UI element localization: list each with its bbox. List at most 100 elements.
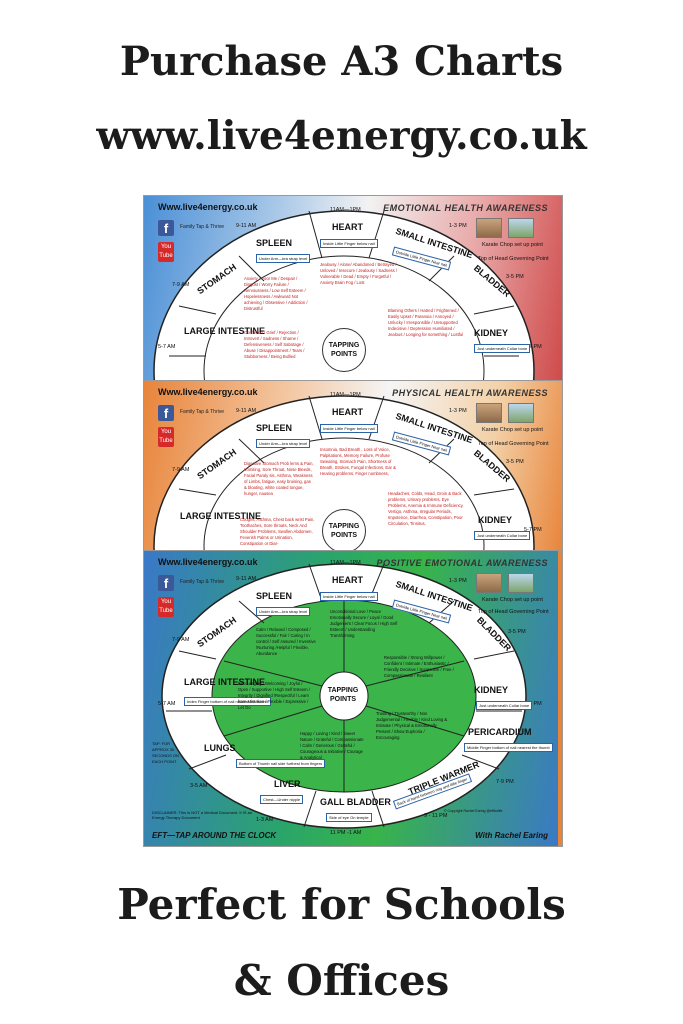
site-url[interactable]: Www.live4energy.co.uk [158, 557, 258, 567]
family-tagline: Family Tap & Thrive [180, 224, 224, 230]
time-label: 9-11 AM [236, 223, 257, 229]
site-url[interactable]: Www.live4energy.co.uk [158, 387, 258, 397]
time-label: 11AM—1PM [330, 560, 361, 566]
governing-point-photo [508, 218, 534, 238]
text-heart: Jealousy / Alone/ Abandoned / Betrayed /… [320, 262, 398, 285]
text-lower-right: Trusting / Trustworthy / Non Judgemental… [376, 711, 448, 740]
time-label: 7-9 AM [172, 282, 190, 288]
point-box-kidney: Just underneath Collar bone [476, 701, 533, 710]
headline-schools: Perfect for Schools [117, 880, 566, 929]
footer-tagline: EFT—TAP AROUND THE CLOCK [152, 831, 277, 840]
time-label: 1-3 PM [449, 223, 467, 229]
time-label: 3-5 PM [506, 459, 524, 465]
karate-chop-photo [476, 403, 502, 423]
disclaimer: DISCLAIMER: This is NOT a Medical Docume… [152, 810, 253, 820]
copyright: © Copyright Rachel Earing @eftforlife [444, 809, 503, 813]
segment-lungs: LUNGS [204, 743, 236, 753]
segment-kidney: KIDNEY [474, 685, 509, 695]
point-box-lungs: Bottom of Thumb nail side furthest from … [236, 759, 326, 768]
time-label: 5-7 PM [524, 701, 542, 707]
chart-emotional-health: Www.live4energy.co.uk EMOTIONAL HEALTH A… [143, 195, 563, 385]
karate-caption: Karate Chop set up point [482, 242, 543, 248]
time-label: 11AM—1PM [330, 392, 361, 398]
footer-author: With Rachel Earing [475, 831, 548, 840]
family-tagline: Family Tap & Thrive [180, 579, 224, 585]
site-url[interactable]: Www.live4energy.co.uk [158, 202, 258, 212]
text-spleen: Digestive Stomach Prob lems & Pain, Vomi… [244, 461, 314, 496]
time-label: 9-11 AM [236, 408, 257, 414]
point-box-spleen: Under Arm—bra strap level [256, 254, 311, 263]
time-label: 3-5 PM [506, 274, 524, 280]
time-label: 3-5 PM [508, 629, 526, 635]
time-label: 9-11 AM [236, 576, 257, 582]
segment-liver: LIVER [274, 779, 301, 789]
segment-pericardium: PERICARDIUM [468, 727, 532, 737]
text-large-intestine: Encouraging / Welcoming / Joyful / Open … [238, 681, 310, 710]
segment-large-intestine: LARGE INTESTINE [180, 511, 262, 521]
family-tagline: Family Tap & Thrive [180, 409, 224, 415]
facebook-icon[interactable]: f [158, 405, 174, 421]
time-label: 5-7 AM [158, 701, 176, 707]
text-large-intestine: Coughs, Asthma, Chest back wrist Pain, T… [240, 517, 315, 546]
facebook-icon[interactable]: f [158, 575, 174, 591]
chart-physical-health: Www.live4energy.co.uk PHYSICAL HEALTH AW… [143, 380, 563, 557]
text-bladder: Blaming Others / Hatred / Frightened / E… [388, 308, 464, 337]
segment-gall-bladder: GALL BLADDER [320, 797, 391, 807]
point-box-pericardium: Middle Finger bottom of nail nearest the… [464, 743, 553, 752]
governing-caption: Top of Head Governing Point [478, 256, 549, 262]
point-box-heart: Inside Little Finger below nail [320, 239, 378, 248]
text-spleen: Anxiety / Poor Me / Despair / Disgust / … [244, 276, 308, 311]
time-label: 7-9 AM [172, 467, 190, 473]
segment-spleen: SPLEEN [256, 591, 293, 601]
point-box-spleen: Under Arm—bra strap level [256, 607, 311, 616]
tapping-points-hub: TAPPING POINTS [322, 328, 366, 372]
time-label: 1-3 PM [449, 578, 467, 584]
time-label: 5-7 PM [524, 344, 542, 350]
time-label: 3-5 AM [190, 783, 208, 789]
text-bladder: Responsible / Strong Willpower / Confide… [384, 655, 454, 678]
segment-heart: HEART [332, 222, 363, 232]
segment-kidney: KIDNEY [478, 515, 513, 525]
governing-caption: Top of Head Governing Point [478, 609, 549, 615]
time-label: 7-9 AM [172, 637, 190, 643]
facebook-icon[interactable]: f [158, 220, 174, 236]
karate-chop-photo [476, 218, 502, 238]
segment-spleen: SPLEEN [256, 423, 293, 433]
text-spleen: Calm / Relaxed / Composed / Successful /… [256, 627, 316, 656]
tapping-points-hub: TAPPING POINTS [327, 687, 359, 703]
time-label: 11 PM -1 AM [330, 830, 362, 836]
chart-banner: PHYSICAL HEALTH AWARENESS [392, 388, 548, 398]
chart-edge-strip [558, 551, 562, 846]
time-label: 5-7 AM [158, 344, 176, 350]
text-bladder: Headaches, Colds, Head, Groin & Back pro… [388, 491, 464, 526]
wheel-graphic [153, 210, 535, 384]
segment-kidney: KIDNEY [474, 328, 509, 338]
karate-caption: Karate Chop set up point [482, 427, 543, 433]
governing-point-photo [508, 403, 534, 423]
point-box-heart: Inside Little Finger below nail [320, 592, 378, 601]
segment-large-intestine: LARGE INTESTINE [184, 326, 266, 336]
chart-banner: EMOTIONAL HEALTH AWARENESS [383, 203, 548, 213]
segment-heart: HEART [332, 575, 363, 585]
time-label: 1-3 PM [449, 408, 467, 414]
point-box-spleen: Under Arm—bra strap level [256, 439, 311, 448]
karate-chop-photo [476, 573, 502, 593]
point-box-liver: Chest—Under nipple [260, 795, 304, 804]
time-label: 5-7 PM [524, 527, 542, 533]
segment-heart: HEART [332, 407, 363, 417]
text-heart: Insomnia, Bad Breath , Loss of Voice, Pa… [320, 447, 396, 476]
governing-caption: Top of Head Governing Point [478, 441, 549, 447]
text-lower-left: Happy / Loving / Kind / Sweet Nature / G… [300, 731, 364, 760]
chart-positive-emotional: Www.live4energy.co.uk POSITIVE EMOTIONAL… [143, 550, 563, 847]
karate-caption: Karate Chop set up point [482, 597, 543, 603]
point-box-gall-bladder: Side of eye On temple [326, 813, 372, 822]
headline-website: www.live4energy.co.uk [96, 113, 587, 159]
chart-banner: POSITIVE EMOTIONAL AWARENESS [376, 558, 548, 568]
time-label: 11AM—1PM [330, 207, 361, 213]
text-large-intestine: Confusion / Grief / Rejection / Introver… [244, 330, 305, 359]
governing-point-photo [508, 573, 534, 593]
point-box-large-intestine: Index Finger bottom of nail nearest the … [184, 697, 271, 706]
